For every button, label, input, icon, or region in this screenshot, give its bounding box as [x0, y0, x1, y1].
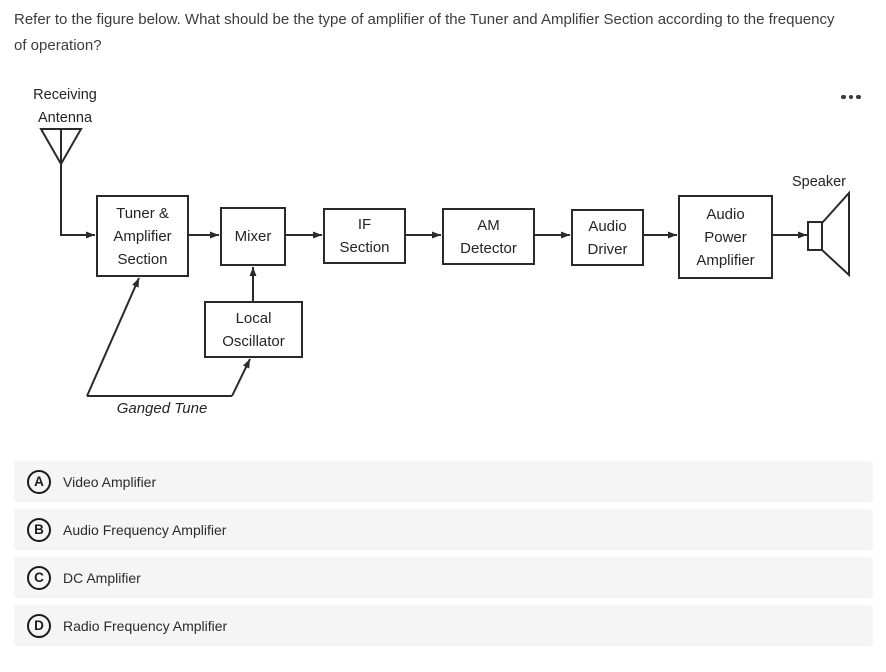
speaker-driver-icon — [807, 221, 823, 251]
option-c[interactable]: C DC Amplifier — [14, 557, 873, 598]
ellipsis-horizontal-icon — [848, 94, 854, 100]
option-b-label: Audio Frequency Amplifier — [63, 521, 227, 538]
option-c-letter-badge: C — [27, 565, 51, 590]
block-audio-power-amplifier: Audio Power Amplifier — [678, 195, 773, 279]
ellipsis-horizontal-icon — [841, 94, 846, 100]
more-options-button[interactable] — [836, 89, 866, 105]
option-b[interactable]: B Audio Frequency Amplifier — [14, 509, 873, 550]
question-text: Refer to the figure below. What should b… — [14, 11, 835, 54]
antenna-feed-line — [60, 128, 95, 239]
option-d-label: Radio Frequency Amplifier — [63, 617, 228, 634]
ganged-tune-arrow-to-oscillator — [231, 358, 251, 397]
option-c-label: DC Amplifier — [63, 569, 141, 586]
speaker-label: Speaker — [791, 174, 846, 190]
ganged-tune-label: Ganged Tune — [116, 400, 208, 417]
block-tuner-amplifier-section: Tuner & Amplifier Section — [96, 195, 189, 277]
option-d-letter-badge: D — [27, 613, 51, 638]
option-a[interactable]: A Video Amplifier — [14, 461, 873, 502]
receiving-antenna-label: Receiving Antenna — [33, 87, 97, 126]
option-a-label: Video Amplifier — [63, 473, 157, 490]
block-am-detector: AM Detector — [442, 208, 535, 265]
option-d[interactable]: D Radio Frequency Amplifier — [14, 605, 873, 646]
option-b-letter-badge: B — [27, 517, 51, 542]
speaker-horn-icon — [821, 190, 850, 278]
block-audio-driver: Audio Driver — [571, 209, 644, 266]
block-mixer: Mixer — [220, 207, 286, 266]
ellipsis-horizontal-icon — [856, 94, 861, 100]
ganged-tune-arrow-to-tuner — [86, 277, 140, 397]
block-local-oscillator: Local Oscillator — [204, 301, 303, 358]
option-a-letter-badge: A — [27, 469, 51, 494]
block-if-section: IF Section — [323, 208, 406, 264]
